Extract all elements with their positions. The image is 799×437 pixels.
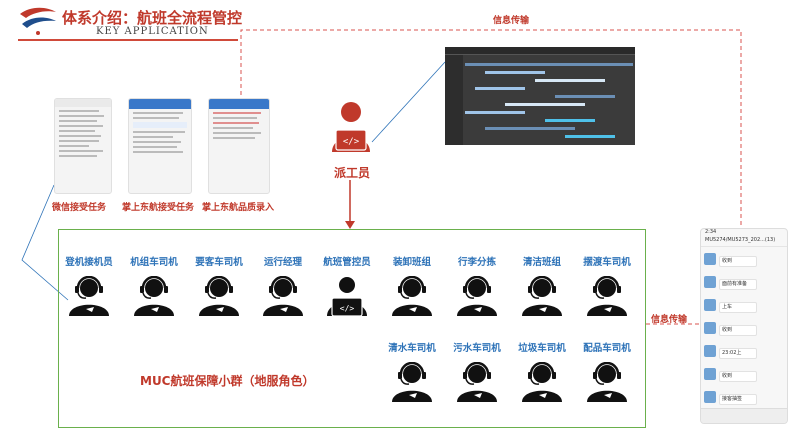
group-container [58,229,646,428]
role-label: 要客车司机 [195,257,243,268]
chat-message: 23:02上 [701,342,787,362]
chat-sender-meta [719,388,787,393]
chat-message: 收到 [701,365,787,385]
headset-operator-icon [392,275,432,316]
role-icon-wrapper: </> [324,276,370,322]
role-label: 行李分拣 [457,257,496,268]
dispatcher-label: 派工员 [334,166,371,180]
headset-operator-icon [587,275,627,316]
chat-title: MU5274/MU5273_202...(13) [701,237,787,247]
role-icon-wrapper [389,361,435,408]
headset-operator-icon [587,361,627,402]
role-label: 清水车司机 [388,343,436,354]
headset-operator-icon [134,275,174,316]
headset-operator-icon [69,275,109,316]
chat-bubble: 面前有准备 [719,279,757,290]
role-label: 摆渡车司机 [583,257,631,268]
role-label: 垃圾车司机 [518,343,566,354]
wechat-task-label: 微信接受任务 [52,203,107,213]
chat-avatar [704,253,716,265]
chat-input-bar[interactable] [701,408,787,423]
gantt-view [445,55,633,145]
chat-bubble: 收到 [719,256,757,267]
group-title: MUC航班保障小群（地服角色） [140,374,315,388]
role-icon-wrapper [454,361,500,408]
chat-sender-meta [719,319,787,324]
eastern-task-label: 掌上东航接受任务 [122,203,195,213]
dispatcher-icon: </> [332,102,370,152]
chat-message: 收到 [701,319,787,339]
chat-sender-meta [719,273,787,278]
blue-connector-left [21,184,69,301]
role-label: 机组车司机 [130,257,178,268]
headset-operator-icon [199,275,239,316]
quality-entry-phone-screenshot [208,98,270,194]
chat-sender-meta [719,365,787,370]
page-title: 体系介绍：航班全流程管控 [62,9,243,27]
role-label: 航班管控员 [323,257,371,268]
chat-bubble: 上车 [719,302,757,313]
chat-bubble: 收到 [719,325,757,336]
eastern-app-phone-screenshot [128,98,192,194]
role-icon-wrapper [584,275,630,322]
headset-operator-icon [522,275,562,316]
headset-operator-icon [457,361,497,402]
chat-sender-meta [719,296,787,301]
wechat-phone-screenshot [54,98,112,194]
headset-operator-icon [263,275,303,316]
info-transfer-top-label: 信息传输 [493,16,530,26]
chat-sender-meta [719,250,787,255]
role-icon-wrapper [519,361,565,408]
role-icon-wrapper [584,361,630,408]
role-icon-wrapper [66,275,112,322]
role-label: 配品车司机 [583,343,631,354]
chat-avatar [704,345,716,357]
headset-operator-icon [457,275,497,316]
chat-status-time: 2:34 [705,229,717,235]
chat-avatar [704,299,716,311]
chat-avatar [704,368,716,380]
quality-entry-label: 掌上东航品质录入 [202,203,275,213]
headset-operator-icon [392,361,432,402]
role-label: 清洁班组 [522,257,561,268]
svg-text:</>: </> [343,137,360,147]
title-underline [18,39,238,41]
chat-message: 上车 [701,296,787,316]
chat-message: 收到 [701,250,787,270]
chat-avatar [704,276,716,288]
china-eastern-logo [20,7,56,35]
role-label: 污水车司机 [453,343,501,354]
chat-message: 面前有准备 [701,273,787,293]
role-label: 登机接机员 [65,257,113,268]
role-icon-wrapper [454,275,500,322]
dispatcher-arrow-head [345,221,355,229]
chat-avatar [704,322,716,334]
page-subtitle: KEY APPLICATION [96,26,209,37]
controller-icon: </> [327,277,367,317]
chat-bubble: 收到 [719,371,757,382]
role-icon-wrapper [260,275,306,322]
chat-sender-meta [719,342,787,347]
role-icon-wrapper [131,275,177,322]
svg-text:</>: </> [340,304,355,313]
info-transfer-right-label: 信息传输 [651,315,688,325]
role-label: 装卸班组 [392,257,431,268]
group-chat-screenshot: 2:34 MU5274/MU5273_202...(13) 收到面前有准备上车收… [700,228,788,424]
blue-connector-screen [371,61,446,143]
chat-avatar [704,391,716,403]
role-label: 运行经理 [263,257,302,268]
control-system-screenshot [445,47,635,145]
chat-bubble: 接客抽签 [719,394,757,405]
role-icon-wrapper [196,275,242,322]
headset-operator-icon [522,361,562,402]
role-icon-wrapper [519,275,565,322]
top-dashed-connector [240,29,742,232]
role-icon-wrapper [389,275,435,322]
chat-message: 接客抽签 [701,388,787,408]
chat-bubble: 23:02上 [719,348,757,359]
